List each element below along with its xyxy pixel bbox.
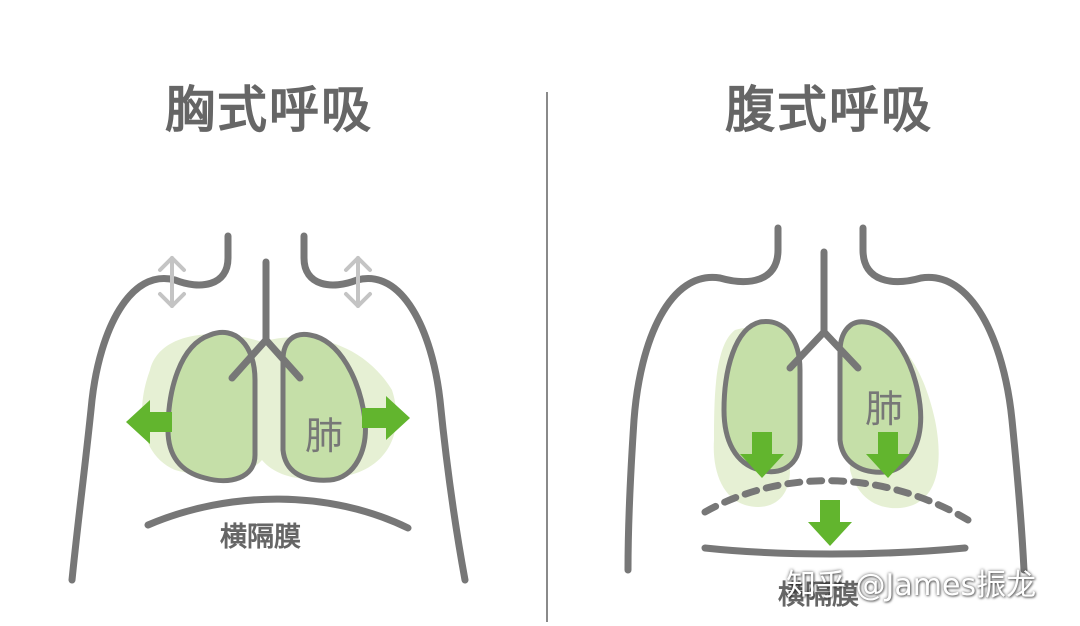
panel-divider bbox=[546, 92, 548, 622]
watermark: 知乎 @James振龙 bbox=[786, 568, 1037, 603]
left-trachea bbox=[228, 258, 304, 382]
arrow-icon bbox=[808, 500, 852, 546]
diaphragm-label: 横隔膜 bbox=[778, 580, 859, 611]
arrow-icon bbox=[362, 396, 410, 440]
right-torso-outline-right bbox=[859, 224, 1028, 574]
lung-label: 肺 bbox=[865, 387, 904, 431]
right-torso-outline bbox=[624, 224, 782, 574]
double-arrow-icon bbox=[344, 256, 372, 308]
right-trachea bbox=[786, 248, 862, 372]
diaphragm-label: 横隔膜 bbox=[220, 522, 301, 553]
chest-breathing-figure bbox=[68, 232, 469, 584]
left-diaphragm bbox=[144, 495, 412, 532]
chest-breathing-title: 胸式呼吸 bbox=[165, 81, 373, 139]
abdominal-breathing-figure bbox=[624, 224, 1028, 574]
abdominal-breathing-title: 腹式呼吸 bbox=[725, 81, 933, 139]
arrow-icon bbox=[126, 400, 172, 444]
double-arrow-icon bbox=[158, 256, 186, 308]
arrow-icon bbox=[866, 432, 910, 478]
lung-label: 肺 bbox=[305, 414, 344, 458]
right-diaphragm bbox=[701, 544, 969, 558]
left-torso-outline-right bbox=[300, 232, 469, 584]
right-diaphragm-dashed bbox=[701, 477, 972, 524]
left-lung-right bbox=[280, 331, 368, 483]
arrow-icon bbox=[740, 432, 784, 478]
left-torso-outline bbox=[68, 232, 232, 584]
